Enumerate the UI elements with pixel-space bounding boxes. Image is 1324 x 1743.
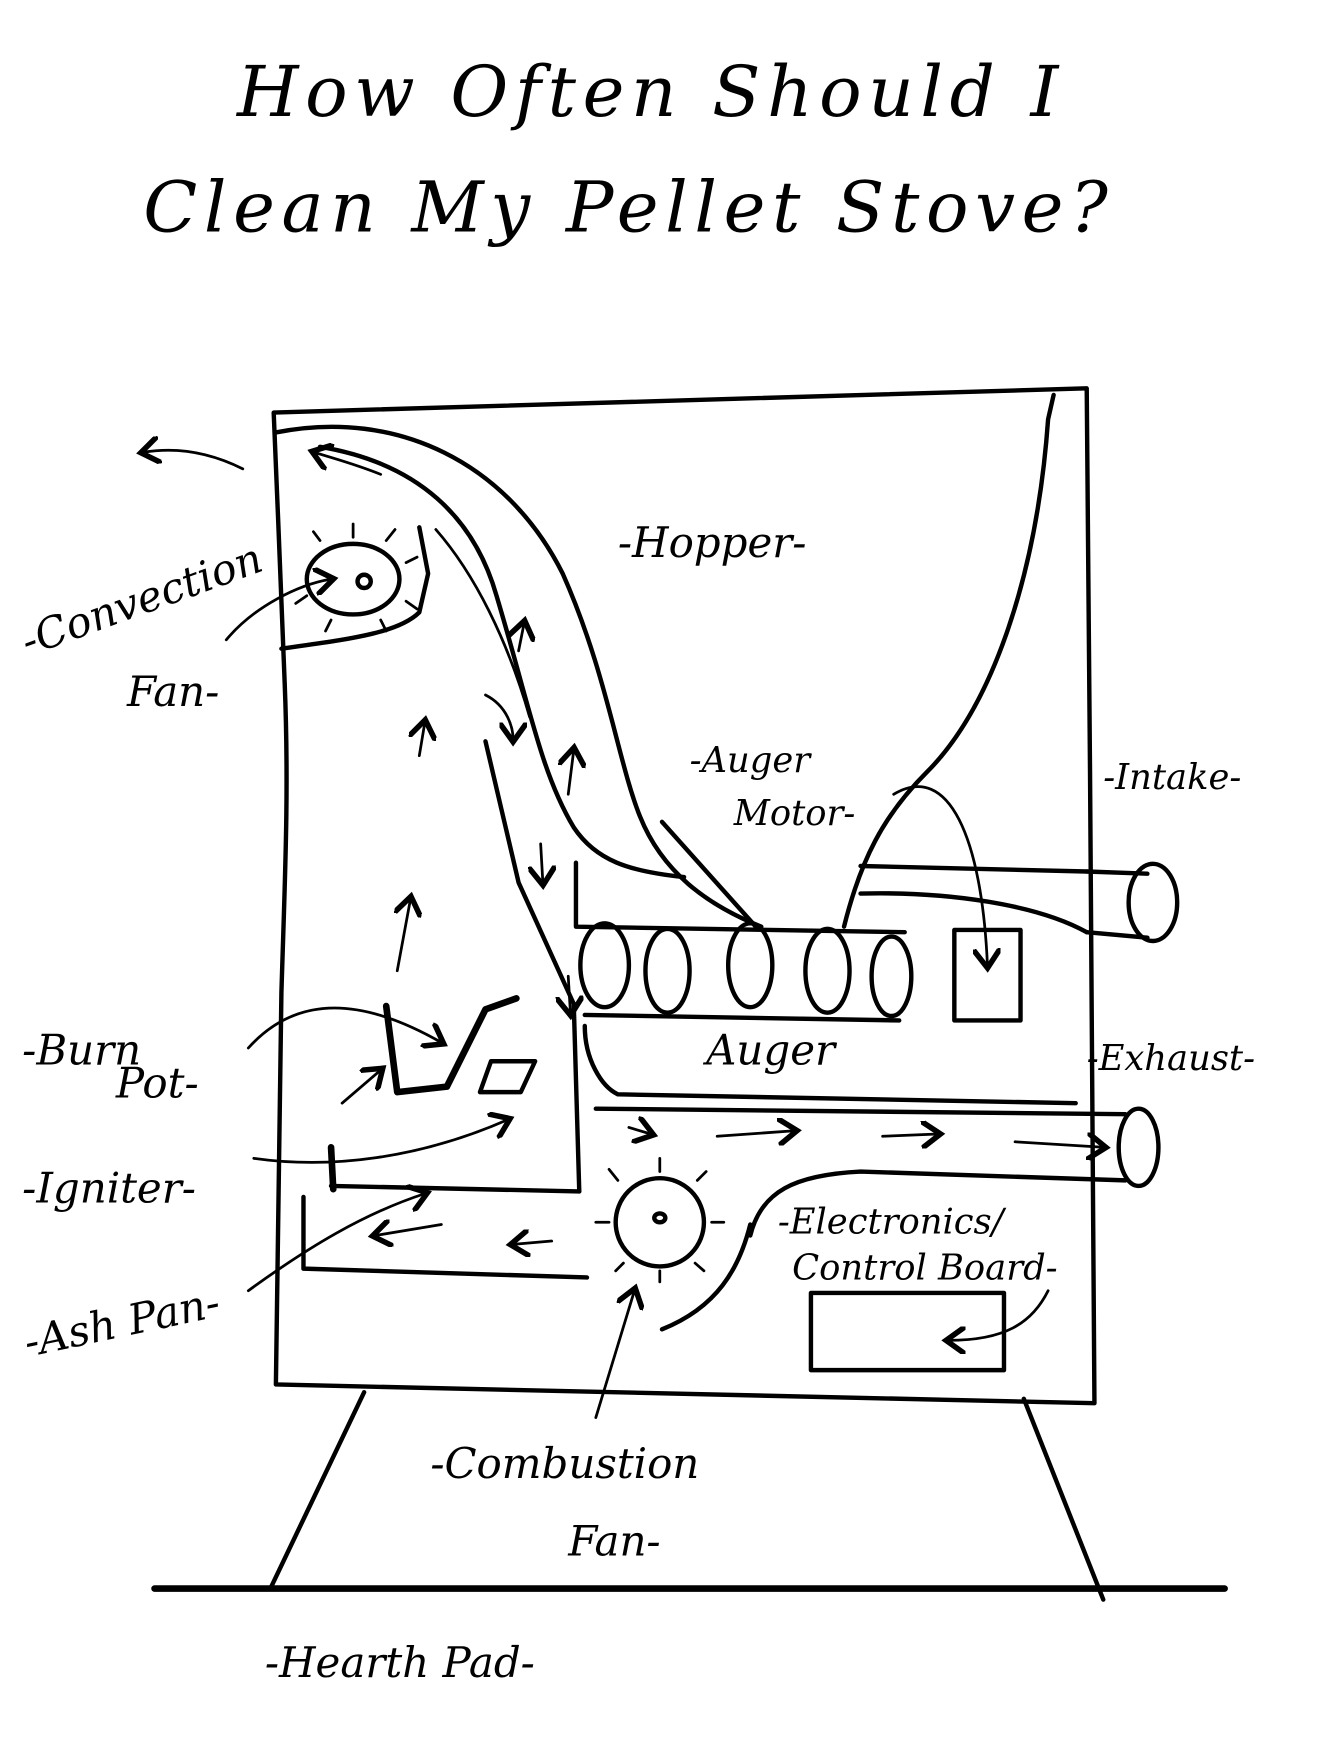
label-hearth-pad: -Hearth Pad- bbox=[265, 1638, 535, 1687]
flue-wall bbox=[483, 739, 582, 1194]
label-auger: Auger bbox=[702, 1026, 838, 1075]
label-hopper: -Hopper- bbox=[618, 518, 807, 567]
label-combustion-fan-line2: Fan- bbox=[567, 1516, 660, 1565]
stove-pedestal bbox=[268, 1389, 1106, 1602]
title-line-1: How Often Should I bbox=[235, 50, 1065, 133]
combustion-fan-hub bbox=[652, 1211, 668, 1225]
label-burn-pot-line2: Pot- bbox=[115, 1059, 199, 1108]
auger-tube-bottom bbox=[582, 1012, 902, 1023]
hopper-chute bbox=[659, 819, 758, 929]
convection-duct-inner bbox=[317, 444, 687, 880]
label-exhaust: -Exhaust- bbox=[1087, 1038, 1255, 1079]
label-convection-fan-line1: -Convection bbox=[14, 533, 268, 666]
exhaust-duct-top bbox=[593, 1106, 1128, 1117]
auger-channel bbox=[582, 1023, 1078, 1106]
convection-duct bbox=[273, 424, 764, 929]
burn-pot-grate bbox=[477, 1059, 538, 1095]
hopper-wall bbox=[841, 392, 1056, 929]
intake-duct-top bbox=[858, 863, 1089, 874]
exhaust-flow-arrows bbox=[627, 1127, 1103, 1147]
exhaust-duct-bottom bbox=[748, 1169, 1128, 1238]
control-board bbox=[808, 1290, 1007, 1373]
combustion-fan-icon bbox=[613, 1175, 707, 1269]
label-electronics-line2: Control Board- bbox=[792, 1248, 1057, 1289]
convection-duct-inner-wall bbox=[434, 528, 531, 719]
title-line-2: Clean My Pellet Stove? bbox=[143, 166, 1114, 249]
combustion-air-duct bbox=[659, 1222, 753, 1332]
label-auger-motor-line2: Motor- bbox=[733, 793, 856, 834]
ash-pan bbox=[301, 1194, 590, 1280]
leader-lines bbox=[224, 579, 1050, 1419]
label-burn-pot-line1: -Burn bbox=[22, 1026, 141, 1075]
intake-pipe bbox=[1084, 869, 1150, 940]
airflow-arrows bbox=[144, 450, 574, 1244]
convection-fan-hub bbox=[355, 572, 373, 591]
convection-fan-blades bbox=[294, 522, 419, 633]
convection-fan-icon bbox=[304, 541, 402, 617]
convection-fan-chamber bbox=[279, 525, 431, 651]
label-convection-fan-line2: Fan- bbox=[126, 667, 219, 716]
intake-duct-bottom bbox=[858, 891, 1089, 935]
stove-body-outline bbox=[271, 386, 1097, 1406]
combustion-fan-blades bbox=[594, 1156, 726, 1284]
burn-pot bbox=[382, 995, 520, 1096]
label-igniter: -Igniter- bbox=[22, 1163, 196, 1212]
igniter-rod bbox=[327, 1143, 337, 1193]
label-electronics-line1: -Electronics/ bbox=[778, 1201, 1007, 1242]
auger-tube-top bbox=[573, 860, 907, 935]
exhaust-pipe-end bbox=[1116, 1106, 1161, 1189]
auger-coils bbox=[578, 921, 914, 1019]
auger-motor-box bbox=[952, 927, 1023, 1023]
label-intake: -Intake- bbox=[1103, 757, 1241, 798]
label-combustion-fan-line1: -Combustion bbox=[430, 1439, 699, 1488]
label-ash-pan: -Ash Pan- bbox=[20, 1277, 225, 1366]
burn-chamber-floor bbox=[328, 1183, 582, 1194]
intake-pipe-end bbox=[1126, 861, 1180, 944]
label-auger-motor-line1: -Auger bbox=[690, 740, 813, 781]
